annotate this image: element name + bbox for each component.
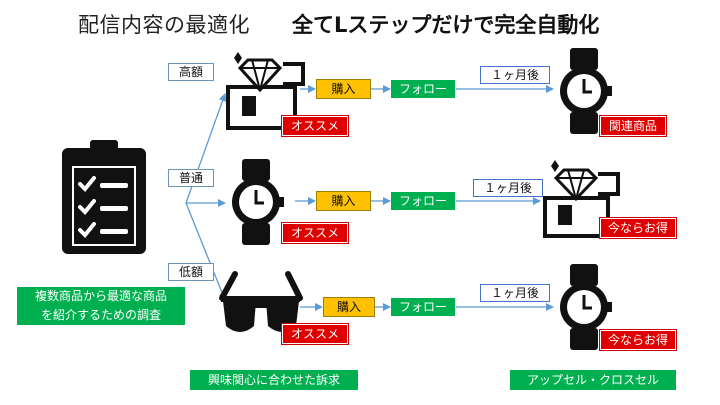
watch-icon <box>232 159 284 245</box>
one-month-label: １ヶ月後 <box>473 179 543 197</box>
recommend-badge: オススメ <box>282 324 348 344</box>
tier-label-high: 高額 <box>168 63 214 81</box>
survey-purpose-line-1: 複数商品から最適な商品 <box>34 289 167 303</box>
follow-step: フォロー <box>391 80 455 98</box>
tier-label-low: 低額 <box>168 263 214 281</box>
purchase-step: 購入 <box>316 191 371 211</box>
watch-icon <box>560 264 612 350</box>
survey-purpose-line-2: を紹介するための調査 <box>40 308 161 322</box>
purchase-step: 購入 <box>323 297 375 317</box>
purchase-step: 購入 <box>316 79 371 99</box>
flow-lines <box>295 85 554 311</box>
one-month-label: １ヶ月後 <box>480 284 550 302</box>
page-subtitle: 全てLステップだけで完全自動化 <box>292 13 600 37</box>
follow-step: フォロー <box>391 298 455 316</box>
interest-appeal-label: 興味関心に合わせた訴求 <box>190 370 358 390</box>
recommend-badge: オススメ <box>282 223 348 243</box>
treasure-chest-icon <box>226 52 305 130</box>
deal-badge: 今ならお得 <box>600 218 676 238</box>
follow-step: フォロー <box>391 192 455 210</box>
tier-label-mid: 普通 <box>168 169 214 187</box>
clipboard-checklist-icon <box>62 140 146 254</box>
related-products-badge: 関連商品 <box>600 116 666 136</box>
one-month-label: １ヶ月後 <box>480 66 550 84</box>
survey-purpose-label: 複数商品から最適な商品 を紹介するための調査 <box>17 287 185 325</box>
watch-icon <box>560 48 612 134</box>
recommend-badge: オススメ <box>282 116 348 136</box>
upsell-crosssell-label: アップセル・クロスセル <box>510 370 676 390</box>
treasure-chest-icon <box>543 160 620 238</box>
page-title: 配信内容の最適化 <box>78 13 250 37</box>
deal-badge: 今ならお得 <box>600 330 676 350</box>
